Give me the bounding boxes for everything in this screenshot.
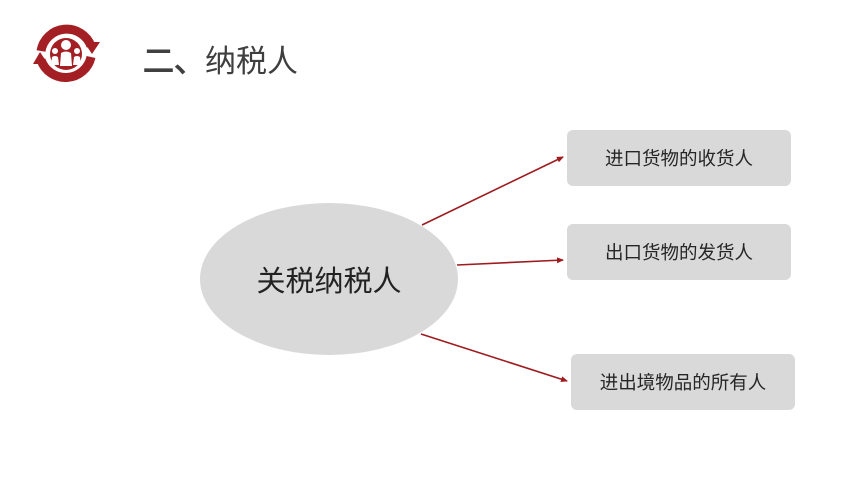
leaf-node-exporter: 出口货物的发货人 [567, 224, 791, 280]
page-title: 二、纳税人 [143, 38, 298, 86]
leaf-node-owner: 进出境物品的所有人 [571, 354, 795, 410]
center-node: 关税纳税人 [200, 203, 458, 355]
title-number: 二、 [143, 44, 205, 80]
connector-arrow-to-leaf-1 [456, 257, 564, 266]
connector-arrow-to-leaf-0 [421, 156, 564, 226]
connector-arrow-to-leaf-2 [420, 333, 568, 383]
leaf-node-importer: 进口货物的收货人 [567, 130, 791, 186]
people-circle-arrows-logo-icon [33, 24, 100, 82]
title-text: 纳税人 [205, 44, 298, 80]
